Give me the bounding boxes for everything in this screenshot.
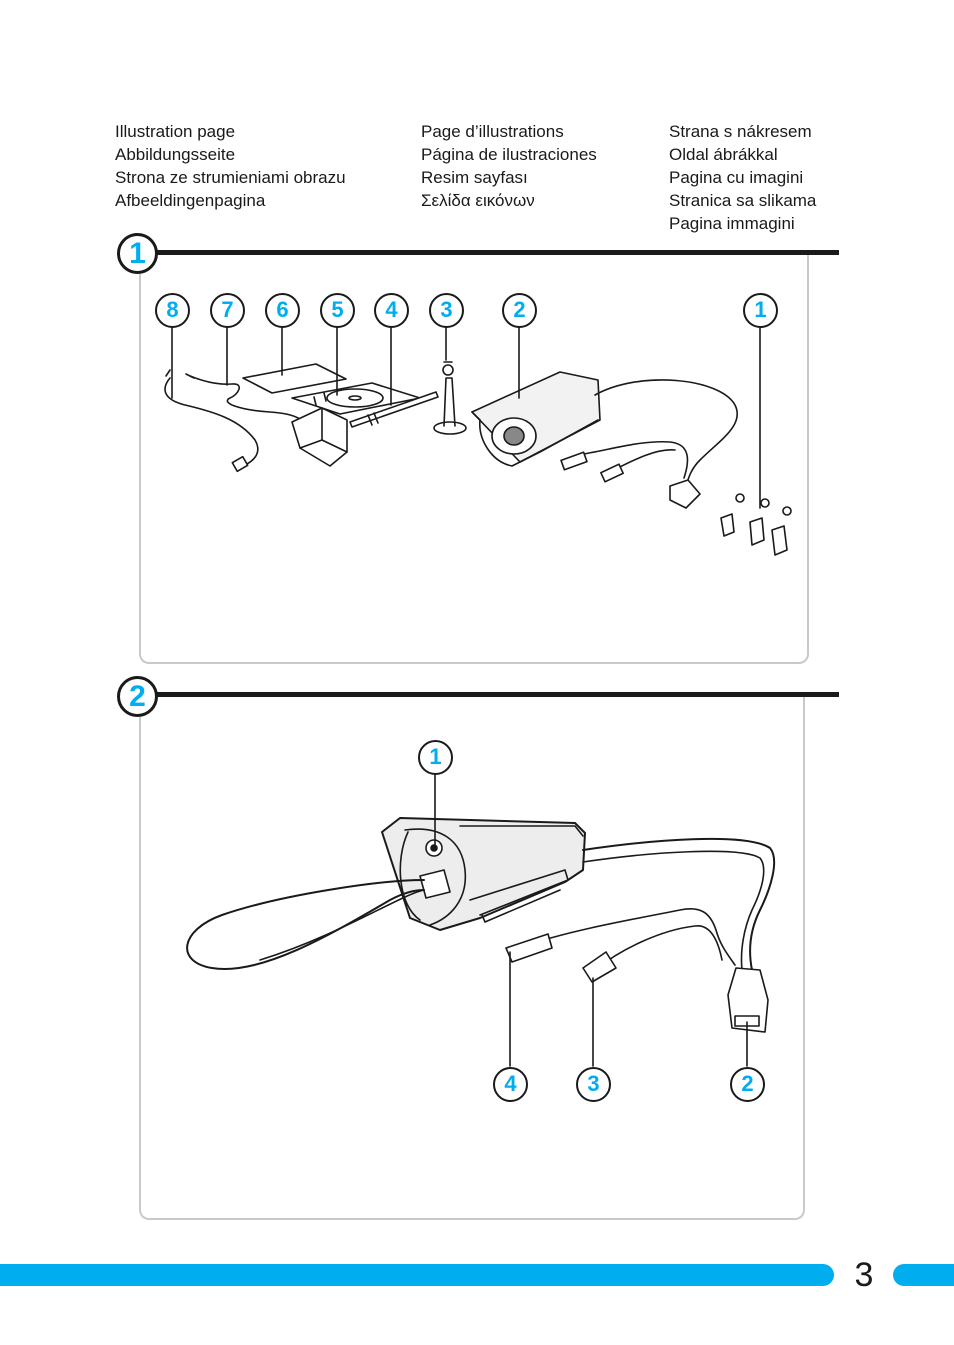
callout-s2-4: 4 [493,1067,528,1102]
callout-s1-3: 3 [429,293,464,328]
screws-drawing [720,493,792,556]
callout-s2-3: 3 [576,1067,611,1102]
callout-s1-5: 5 [320,293,355,328]
title-pl: Strona ze strumieniami obrazu [115,168,346,187]
callout-s1-2: 2 [502,293,537,328]
title-hu: Oldal ábrákkal [669,145,778,164]
callout-s1-6: 6 [265,293,300,328]
language-column-1: Illustration page Abbildungsseite Strona… [115,120,346,212]
title-en: Illustration page [115,122,236,141]
footer-bar-right [893,1264,954,1286]
callout-s1-8: 8 [155,293,190,328]
title-it: Pagina immagini [669,214,795,233]
camera-drawing-2 [186,817,776,1033]
title-tr: Resim sayfası [421,168,528,187]
title-de: Abbildungsseite [115,145,236,164]
cd-drawing [291,382,421,415]
callout-s1-7: 7 [210,293,245,328]
section-2-panel [139,694,805,1220]
title-es: Página de ilustraciones [421,145,597,164]
callout-s2-1: 1 [418,740,453,775]
section-1-panel [139,253,809,664]
title-hr: Stranica sa slikama [669,191,817,210]
language-column-3: Strana s nákresem Oldal ábrákkal Pagina … [669,120,816,235]
manual-sheet-drawing [242,363,347,394]
callout-s1-4: 4 [374,293,409,328]
title-nl: Afbeeldingenpagina [115,191,266,210]
title-cs: Strana s nákresem [669,122,812,141]
title-fr: Page d’illustrations [421,122,564,141]
network-cable-drawing [164,369,259,473]
camera-drawing-1 [471,371,738,509]
section-1-badge: 1 [117,233,158,274]
section-2-rule [150,692,839,697]
power-adapter-drawing [291,392,348,467]
section-2-badge: 2 [117,676,158,717]
callout-s1-1: 1 [743,293,778,328]
power-cable-drawing [185,373,306,423]
antenna-drawing [349,391,439,428]
language-column-2: Page d’illustrations Página de ilustraci… [421,120,597,212]
callout-s2-2: 2 [730,1067,765,1102]
footer-bar-left [0,1264,834,1286]
section-1-rule [150,250,839,255]
mounting-bracket-drawing [433,361,467,435]
page-number: 3 [854,1256,874,1294]
title-el: Σελίδα εικόνων [421,191,535,210]
title-ro: Pagina cu imagini [669,168,804,187]
